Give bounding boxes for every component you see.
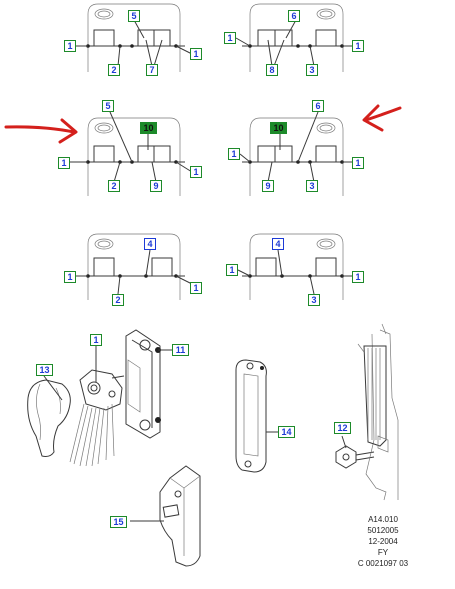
callout-label-p4-item-9: 9 [262,180,274,192]
panel-2 [235,3,356,72]
callout-label-p1-left-1: 1 [64,40,76,52]
callout-label-p6-item-3: 3 [308,294,320,306]
callout-label-p4-item-3: 3 [306,180,318,192]
callout-label-p1-item-2: 2 [108,64,120,76]
callout-label-parts-item-15: 15 [110,516,127,528]
callout-label-p1-item-5: 5 [128,10,140,22]
callout-label-p3-item-9: 9 [150,180,162,192]
callout-label-p2-item-8: 8 [266,64,278,76]
red-arrow-left-icon [4,118,78,144]
callout-label-p5-left-1: 1 [64,271,76,283]
callout-label-p6-left-1: 1 [226,264,238,276]
switch-assembly-part [69,344,125,467]
door-panel-harness-part [357,323,399,501]
callout-label-p3-item-5: 5 [102,100,114,112]
cover-strip-part [235,359,278,473]
callout-label-parts-item-14: 14 [278,426,295,438]
reference-drawing-id: C 0021097 03 [357,559,409,568]
reference-model: FY [377,548,389,557]
switch-box [93,257,115,277]
callout-label-p5-item-2: 2 [112,294,124,306]
callout-label-parts-item-11: 11 [172,344,189,356]
callout-label-p6-right-1: 1 [352,271,364,283]
callout-label-p3-right-1: 1 [190,166,202,178]
callout-label-p4-right-1: 1 [352,157,364,169]
switch-box [93,29,115,47]
callout-label-p3-left-1: 1 [58,157,70,169]
switch-box [255,257,277,277]
callout-label-p1-item-7: 7 [146,64,158,76]
callout-label-p1-right-1: 1 [190,48,202,60]
bracket-part [125,329,174,439]
callout-label-p4-item-10: 10 [270,122,287,134]
callout-label-p2-item-6: 6 [288,10,300,22]
switch-box [315,257,337,277]
reference-number: 5012005 [367,526,399,535]
callout-label-parts-item-1: 1 [90,334,102,346]
callout-label-p2-item-3: 3 [306,64,318,76]
reference-date: 12-2004 [368,537,398,546]
callout-label-p5-right-1: 1 [190,282,202,294]
reference-code: A14.010 [368,515,398,524]
callout-label-p4-item-6: 6 [312,100,324,112]
panel-3 [70,111,193,196]
callout-label-p3-item-10: 10 [140,122,157,134]
drawing-reference-block: A14.010 5012005 12-2004 FY C 0021097 03 [323,514,443,569]
callout-label-p2-right-1: 1 [352,40,364,52]
switch-box [315,29,337,47]
panel-6 [237,233,356,300]
red-arrow-right-icon [362,104,402,132]
callout-label-p6-item-4: 4 [272,238,284,250]
switch-box [93,145,115,163]
end-cap-part [130,465,201,567]
switch-box [315,145,337,163]
callout-label-p5-item-4: 4 [144,238,156,250]
knob-cap-part [27,375,71,457]
panel-4 [239,111,356,196]
panel-5 [76,233,193,300]
callout-label-parts-item-13: 13 [36,364,53,376]
callout-label-p2-left-1: 1 [224,32,236,44]
callout-label-p4-left-1: 1 [228,148,240,160]
callout-label-parts-item-12: 12 [334,422,351,434]
panel-1 [74,3,193,72]
callout-label-p3-item-2: 2 [108,180,120,192]
switch-box [151,257,173,277]
